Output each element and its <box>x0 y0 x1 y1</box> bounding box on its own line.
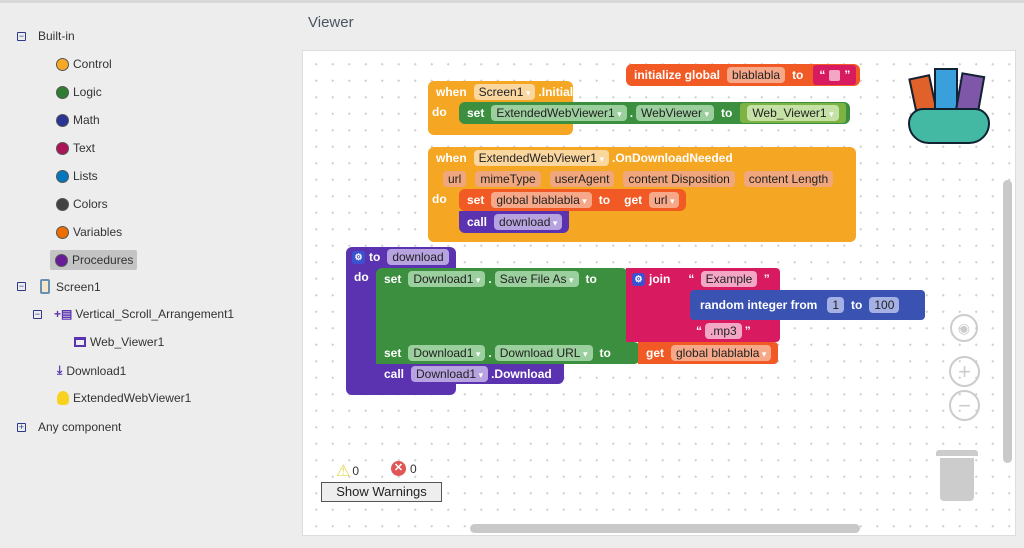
builtin-math[interactable]: Math <box>56 113 100 127</box>
expand-icon[interactable]: + <box>17 421 26 432</box>
category-color-icon <box>56 141 69 155</box>
component-dropdown[interactable]: Download1 <box>408 345 486 361</box>
download-needed-header: when ExtendedWebViewer1 .OnDownloadNeede… <box>432 149 733 167</box>
component-dropdown[interactable]: ExtendedWebViewer1 <box>491 105 627 121</box>
do-label: do <box>432 105 447 119</box>
event-param[interactable]: userAgent <box>549 171 615 187</box>
get-global-block[interactable]: get global blablabla <box>638 342 779 364</box>
builtin-text[interactable]: Text <box>56 141 95 155</box>
variable-dropdown[interactable]: url <box>649 192 680 208</box>
collapse-icon[interactable]: − <box>17 281 26 291</box>
builtin-variables[interactable]: Variables <box>56 225 122 239</box>
event-param[interactable]: content Disposition <box>623 171 735 187</box>
window-icon <box>74 337 86 347</box>
call-download-method-block[interactable]: call Download1 .Download <box>376 364 564 384</box>
procedure-name-field[interactable]: download <box>387 249 449 265</box>
collapse-icon[interactable]: − <box>17 30 26 41</box>
text-mp3-block[interactable]: “ .mp3 ” <box>696 323 751 339</box>
category-color-icon <box>56 57 69 71</box>
do-label: do <box>354 270 369 284</box>
procedure-header: ⚙ to download <box>352 248 452 266</box>
text-field[interactable]: .mp3 <box>705 323 742 339</box>
horizontal-scrollbar[interactable] <box>470 524 860 533</box>
set-webviewer-block[interactable]: set ExtendedWebViewer1 . WebViewer to We… <box>459 102 850 124</box>
text-field[interactable] <box>829 69 841 81</box>
tree-any-component[interactable]: + Any component <box>17 420 122 434</box>
phone-icon <box>40 279 50 294</box>
tree-builtin[interactable]: − Built-in <box>17 29 75 43</box>
number-field[interactable]: 1 <box>827 297 845 313</box>
property-dropdown[interactable]: Save File As <box>494 271 579 287</box>
component-dropdown[interactable]: Download1 <box>408 271 486 287</box>
zoom-in-icon[interactable]: + <box>949 356 980 387</box>
empty-text-block[interactable]: “ ” <box>813 65 857 85</box>
component-dropdown[interactable]: Screen1 <box>473 84 536 100</box>
event-params: url mimeType userAgent content Disposition c… <box>440 170 839 188</box>
component-dropdown[interactable]: ExtendedWebViewer1 <box>473 150 610 166</box>
recenter-icon[interactable]: ◉ <box>950 314 978 342</box>
gear-icon[interactable]: ⚙ <box>352 250 365 264</box>
category-color-icon <box>56 169 69 183</box>
download-icon: ⤓ <box>57 363 63 377</box>
builtin-procedures[interactable]: Procedures <box>50 250 138 270</box>
component-dropdown[interactable]: Download1 <box>411 366 489 382</box>
builtin-lists[interactable]: Lists <box>56 169 98 183</box>
collapse-icon[interactable]: − <box>33 308 42 319</box>
component-dropdown[interactable]: Web_Viewer1 <box>747 105 839 121</box>
gear-icon[interactable]: ⚙ <box>632 272 645 286</box>
category-color-icon <box>56 113 69 127</box>
initialize-global-block[interactable]: initialize global blablabla to “ ” <box>626 64 861 86</box>
viewer-title: Viewer <box>308 14 354 31</box>
error-icon: ✕ <box>391 461 406 476</box>
screen-initialize-header: when Screen1 .Initialize <box>432 83 589 101</box>
builtin-colors[interactable]: Colors <box>56 197 108 211</box>
trash-icon[interactable] <box>936 448 978 502</box>
backpack-icon[interactable] <box>906 62 996 148</box>
number-field[interactable]: 100 <box>869 297 900 313</box>
tree-screen1[interactable]: − Screen1 <box>17 279 101 294</box>
variable-dropdown[interactable]: global blablabla <box>671 345 772 361</box>
tree-vertical-scroll-arrangement[interactable]: − +▤ Vertical_Scroll_Arrangement1 <box>33 307 235 321</box>
top-bar <box>0 0 1024 3</box>
category-color-icon <box>55 253 68 267</box>
warning-icon: ⚠ <box>336 463 351 480</box>
set-save-file-as-header: set Download1 . Save File As to <box>380 270 601 288</box>
call-download-block[interactable]: call download <box>459 211 570 233</box>
lightbulb-icon <box>57 391 69 405</box>
event-param[interactable]: content Length <box>743 171 834 187</box>
builtin-logic[interactable]: Logic <box>56 85 102 99</box>
warning-indicator: ⚠ 0 <box>336 463 360 480</box>
tree-extended-web-viewer[interactable]: ExtendedWebViewer1 <box>57 391 191 405</box>
arrangement-icon: +▤ <box>54 307 73 321</box>
variable-dropdown[interactable]: global blablabla <box>491 192 592 208</box>
text-example-block[interactable]: “ Example ” <box>688 271 770 287</box>
component-block[interactable]: Web_Viewer1 <box>740 103 846 123</box>
property-dropdown[interactable]: Download URL <box>494 345 593 361</box>
property-dropdown[interactable]: WebViewer <box>636 105 714 121</box>
join-header: ⚙ join “ Example ” <box>632 270 770 288</box>
category-color-icon <box>56 225 69 239</box>
tree-web-viewer[interactable]: Web_Viewer1 <box>74 335 164 349</box>
builtin-control[interactable]: Control <box>56 57 112 71</box>
error-indicator: ✕ 0 <box>391 461 417 476</box>
random-integer-block[interactable]: random integer from 1 to 100 <box>690 290 925 320</box>
category-color-icon <box>56 197 69 211</box>
text-field[interactable]: Example <box>700 271 758 287</box>
event-param[interactable]: url <box>443 171 467 187</box>
procedure-dropdown[interactable]: download <box>494 214 563 230</box>
tree-download[interactable]: ⤓ Download1 <box>57 363 127 378</box>
category-color-icon <box>56 85 69 99</box>
vertical-scrollbar[interactable] <box>1003 180 1012 463</box>
set-global-block[interactable]: set global blablabla to get url <box>459 189 687 211</box>
global-name-field[interactable]: blablabla <box>727 67 786 83</box>
get-url-block[interactable]: get url <box>620 192 682 208</box>
show-warnings-button[interactable]: Show Warnings <box>321 482 442 502</box>
do-label: do <box>432 192 447 206</box>
set-download-url-block[interactable]: set Download1 . Download URL to <box>376 342 640 364</box>
event-param[interactable]: mimeType <box>475 171 541 187</box>
zoom-out-icon[interactable]: − <box>949 390 980 421</box>
